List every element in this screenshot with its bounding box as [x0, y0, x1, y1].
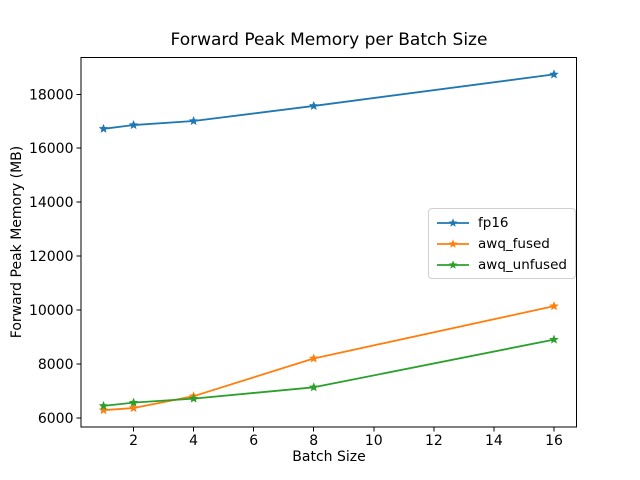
legend-label: awq_fused: [478, 235, 550, 252]
x-tick-label: 6: [249, 433, 258, 449]
chart-title: Forward Peak Memory per Batch Size: [170, 30, 488, 50]
y-tick-label: 18000: [29, 87, 74, 103]
series-line-awq_unfused: [102, 338, 555, 407]
x-tick-label: 8: [309, 433, 318, 449]
legend-entry: awq_unfused: [437, 254, 567, 275]
series-line-fp16: [102, 73, 555, 130]
series-marker-awq_fused: [128, 403, 139, 413]
y-tick-label: 14000: [29, 195, 74, 211]
legend-entry: awq_fused: [437, 233, 567, 254]
y-axis-label: Forward Peak Memory (MB): [9, 145, 25, 339]
x-tick-label: 16: [545, 433, 563, 449]
y-tick-label: 10000: [29, 303, 74, 319]
legend-line-marker-icon: [437, 259, 469, 269]
series-marker-awq_unfused: [128, 397, 139, 407]
series-marker-fp16: [98, 123, 109, 133]
series-marker-fp16: [549, 69, 559, 79]
plot-border: [80, 57, 577, 428]
legend-line-marker-icon: [437, 238, 469, 248]
series-line-awq_fused: [102, 305, 555, 412]
series-marker-awq_unfused: [188, 393, 199, 403]
x-axis-label: Batch Size: [292, 449, 366, 465]
legend-line-marker-icon: [437, 217, 469, 227]
x-tick-label: 2: [129, 433, 138, 449]
series-marker-fp16: [308, 100, 319, 110]
series-marker-awq_fused: [308, 353, 319, 363]
legend-label: awq_unfused: [478, 256, 567, 273]
legend: fp16 awq_fused awq_unfused: [428, 208, 576, 279]
series-marker-awq_fused: [98, 405, 109, 415]
y-tick-label: 16000: [29, 141, 74, 157]
legend-label: fp16: [478, 214, 509, 231]
series-marker-awq_unfused: [549, 334, 559, 344]
x-tick-label: 4: [189, 433, 198, 449]
x-tick-label: 10: [365, 433, 383, 449]
legend-entry: fp16: [437, 212, 567, 233]
y-tick-label: 6000: [38, 411, 74, 427]
series-marker-awq_fused: [549, 301, 559, 311]
series-marker-awq_unfused: [98, 400, 109, 410]
series-marker-fp16: [128, 120, 139, 130]
series-marker-fp16: [188, 116, 199, 126]
y-tick-label: 8000: [38, 357, 74, 373]
series-marker-awq_unfused: [308, 382, 319, 392]
x-tick-label: 12: [425, 433, 443, 449]
x-tick-label: 14: [485, 433, 503, 449]
y-tick-label: 12000: [29, 249, 74, 265]
